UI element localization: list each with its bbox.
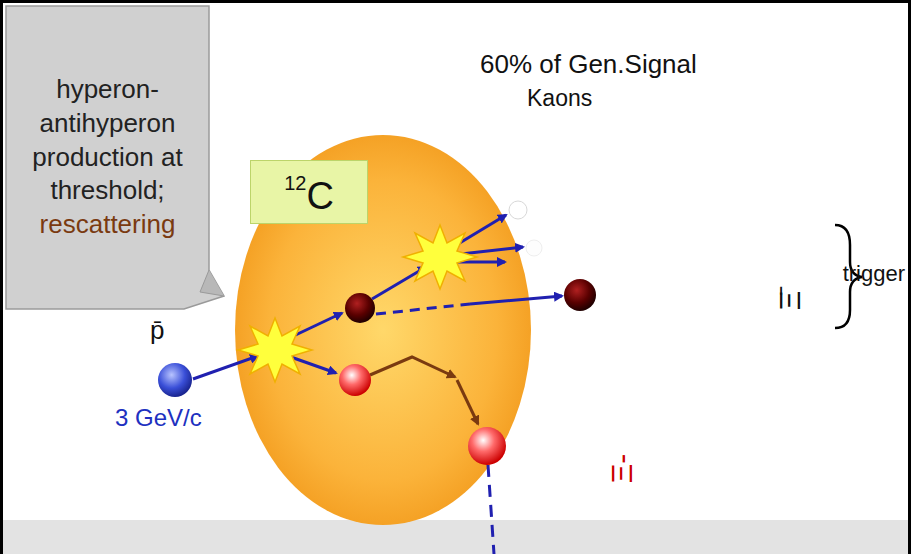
particle-symbol: p̄ — [150, 316, 164, 345]
element-box: 12C — [250, 160, 368, 224]
particle-symbol: Ξ- — [606, 453, 639, 483]
particle-name: Kaons — [527, 86, 592, 111]
beam-momentum: 3 GeV/c — [115, 405, 202, 431]
particle-symbol: Ξ̄ — [774, 290, 807, 310]
callout-box: hyperon- antihyperon production at thres… — [5, 5, 210, 310]
trigger-label: trigger — [843, 262, 905, 286]
callout-text: hyperon- antihyperon production at thres… — [31, 73, 184, 208]
mass-number: 12 — [284, 173, 306, 193]
element-symbol: C — [306, 177, 333, 215]
signal-fraction: 60% of Gen.Signal — [480, 50, 697, 79]
callout-highlight: rescattering — [31, 208, 184, 242]
